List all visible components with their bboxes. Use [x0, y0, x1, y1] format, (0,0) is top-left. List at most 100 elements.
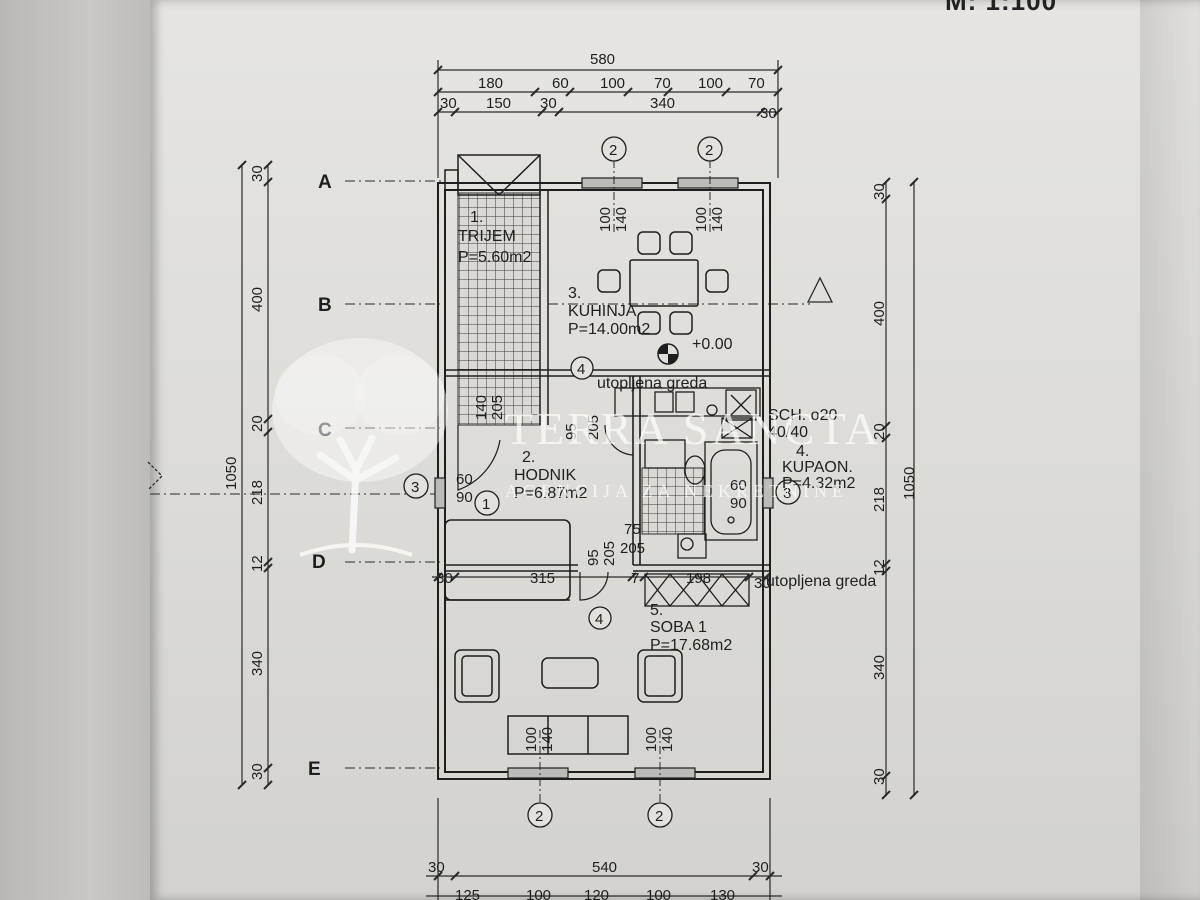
chimney-label-1: SCH. o20 [768, 407, 837, 424]
dim-right-overall: 1050 [901, 467, 918, 500]
room-2-area: P=6.87m2 [514, 485, 587, 502]
dim-left-seg-1: 30 [249, 165, 266, 182]
d-row-dim-4: 198 [686, 570, 711, 587]
door-bath-width: 75 [624, 521, 641, 538]
dim-left-seg-6: 340 [249, 651, 266, 676]
level-triangle-icon [806, 276, 834, 303]
window-2-width-2: 100 [693, 207, 710, 232]
dim-left-seg-3: 20 [249, 415, 266, 432]
marker-side-window-2: 3 [783, 485, 791, 502]
dim-top-row2-6: 70 [748, 75, 765, 92]
dim-right-seg-6: 340 [871, 655, 888, 680]
dim-right-seg-4: 218 [871, 487, 888, 512]
door-soba-height: 205 [601, 541, 618, 566]
bottom-dimensions [426, 798, 782, 900]
dim-top-row2-4: 70 [654, 75, 671, 92]
chimney-label-2: 40/40 [768, 424, 808, 441]
door-bath-height: 205 [620, 540, 645, 557]
axis-label-e: E [308, 759, 321, 780]
room-2-number: 2. [522, 449, 535, 466]
axis-label-b: B [318, 295, 332, 316]
scale-label: M: 1:100 [945, 0, 1058, 16]
window-2-height-4: 140 [659, 727, 676, 752]
bathroom-fixtures [644, 439, 758, 559]
dim-left-seg-7: 30 [249, 763, 266, 780]
dim-bottom-1: 30 [428, 859, 445, 876]
window-3-width-2: 60 [730, 477, 747, 494]
window-2-width-3: 100 [523, 727, 540, 752]
d-row-dim-1: 30 [436, 570, 453, 587]
marker-door-1: 4 [577, 361, 585, 378]
watermark-name: TERRA SANCTA [505, 403, 881, 454]
door-4-height: 205 [585, 415, 602, 440]
room-3-number: 3. [568, 285, 581, 302]
dim-top-row2-2: 60 [552, 75, 569, 92]
axis-label-c: C [318, 420, 332, 441]
marker-circles [403, 136, 801, 828]
windows [434, 177, 774, 779]
window-3-width-1: 60 [456, 471, 473, 488]
window-2-height-1: 140 [613, 207, 630, 232]
page-edge [1140, 0, 1200, 900]
dim-bottom-row2-5: 130 [710, 887, 735, 900]
watermark-tree-logo [272, 338, 448, 557]
axis-lines [150, 180, 810, 769]
dim-top-row3-5: 30 [760, 105, 777, 122]
door-1-height: 205 [489, 395, 506, 420]
dim-bottom-2: 540 [592, 859, 617, 876]
door-1-width: 140 [473, 395, 490, 420]
dim-bottom-3: 30 [752, 859, 769, 876]
dim-top-row3-1: 30 [440, 95, 457, 112]
window-2-width-1: 100 [597, 207, 614, 232]
window-3-height-1: 90 [456, 489, 473, 506]
d-row-dim-5: 30 [754, 575, 771, 592]
dim-left-seg-2: 400 [249, 287, 266, 312]
marker-door-2: 4 [595, 611, 603, 628]
room-1-area: P=5.60m2 [458, 249, 531, 266]
room-4-name: KUPAON. [782, 459, 853, 476]
door-soba-width: 95 [585, 549, 602, 566]
window-2-height-3: 140 [539, 727, 556, 752]
dim-bottom-row2-1: 125 [455, 887, 480, 900]
room-2-name: HODNIK [514, 467, 577, 484]
dim-bottom-row2-3: 120 [584, 887, 609, 900]
dining-set [597, 231, 729, 335]
dim-top-row2-3: 100 [600, 75, 625, 92]
porch-tiles [457, 192, 541, 426]
living-furniture [454, 649, 683, 755]
left-dimensions [237, 160, 273, 790]
marker-window-4: 2 [655, 808, 663, 825]
dim-right-seg-2: 400 [871, 301, 888, 326]
dim-top-row2-1: 180 [478, 75, 503, 92]
dim-top-row3-4: 340 [650, 95, 675, 112]
marker-side-window-1: 3 [411, 479, 419, 496]
dim-top-row3-3: 30 [540, 95, 557, 112]
d-row-dim-3: 7 [631, 570, 639, 587]
room-3-name: KUHINJA [568, 303, 637, 320]
dim-top-row2-5: 100 [698, 75, 723, 92]
door-4-width: 95 [563, 423, 580, 440]
level-value: +0.00 [692, 336, 733, 353]
axis-label-d: D [312, 552, 326, 573]
window-axis-lines [539, 160, 711, 806]
room-4-number: 4. [796, 443, 809, 460]
dim-right-seg-5: 12 [871, 559, 888, 576]
dim-top-overall: 580 [590, 51, 615, 68]
window-3-height-2: 90 [730, 495, 747, 512]
dim-right-seg-7: 30 [871, 768, 888, 785]
chimney [721, 417, 753, 439]
beam-label-1: utopljena greda [597, 375, 707, 392]
drawing-sheet [150, 0, 1200, 900]
axis-label-a: A [318, 172, 332, 193]
dim-bottom-row2-2: 100 [526, 887, 551, 900]
room-5-number: 5. [650, 602, 663, 619]
marker-entry-door: 1 [482, 496, 490, 513]
room-3-area: P=14.00m2 [568, 321, 650, 338]
room-5-name: SOBA 1 [650, 619, 707, 636]
window-2-height-2: 140 [709, 207, 726, 232]
d-row-dim-2: 315 [530, 570, 555, 587]
left-page [0, 0, 150, 900]
interior-walls [444, 369, 770, 601]
porch-frame [444, 154, 549, 425]
